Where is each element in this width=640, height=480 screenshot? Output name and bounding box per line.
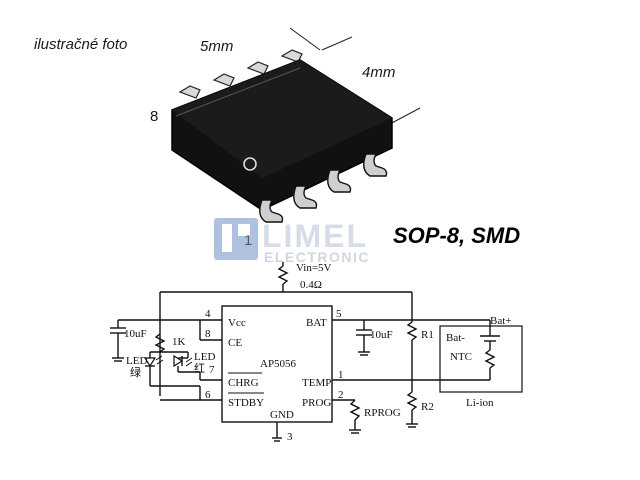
cap-left-label: 10uF — [124, 328, 147, 340]
package-label: SOP-8, SMD — [393, 223, 520, 248]
pin-label-prog: PROG — [302, 397, 331, 409]
pin-number-chrg: 7 — [209, 364, 215, 376]
pin-number-ce: 8 — [205, 328, 211, 340]
rprog-label: RPROG — [364, 407, 401, 419]
resistor-r1 — [406, 321, 418, 341]
chip-name: AP5056 — [260, 358, 297, 370]
pin-number-vcc: 4 — [205, 308, 211, 320]
pin8-label: 8 — [150, 108, 158, 125]
watermark-line2: ELECTRONIC — [264, 249, 370, 265]
pin-number-prog: 2 — [338, 389, 344, 401]
pin-label-temp: TEMP — [302, 377, 331, 389]
limel-watermark: LIMEL ELECTRONIC — [214, 218, 370, 265]
pin-label-bat: BAT — [306, 317, 327, 329]
ntc-label: NTC — [450, 351, 472, 363]
led-red-icon — [173, 352, 201, 380]
ap5056-chip — [221, 305, 333, 423]
shunt-resistor — [277, 265, 289, 285]
pin-label-gnd: GND — [270, 409, 294, 421]
pin-number-stdby: 6 — [205, 389, 211, 401]
pin-number-temp: 1 — [338, 369, 344, 381]
pin-number-gnd: 3 — [287, 431, 293, 443]
led-green-name: LED — [126, 355, 147, 367]
led-green-color: 绿 — [130, 365, 141, 379]
vin-label: Vin=5V — [296, 262, 332, 274]
battery-pack — [439, 325, 523, 393]
r2-label: R2 — [421, 401, 434, 413]
pin1-dot-icon — [243, 157, 257, 171]
photo-caption: ilustračné foto — [34, 36, 127, 53]
dimension-width-label: 4mm — [362, 64, 395, 81]
cell-label: Li-ion — [466, 397, 494, 409]
resistor-1k — [154, 333, 166, 353]
battery-cell-icon — [480, 320, 500, 380]
sop8-chip-photo — [171, 49, 393, 223]
pin-label-vcc: Vcc — [228, 317, 246, 329]
dimension-length-label: 5mm — [200, 38, 233, 55]
battery-plus-label: Bat+ — [490, 315, 511, 327]
resistor-1k-label: 1K — [172, 336, 186, 348]
led-red-color: 红 — [194, 362, 205, 375]
dimension-lines — [289, 27, 421, 126]
schematic: Vin=5V 0.4Ω AP5056 Vcc CE CHRG STDBY GND… — [110, 262, 523, 443]
ntc-resistor — [484, 349, 496, 369]
back-pins — [178, 49, 303, 99]
led-green-icon — [143, 352, 164, 380]
r1-label: R1 — [421, 329, 434, 341]
front-pins — [259, 153, 388, 223]
resistor-r2 — [406, 391, 418, 411]
battery-minus-label: Bat- — [446, 332, 465, 344]
led-red-name: LED — [194, 351, 215, 363]
shunt-label: 0.4Ω — [300, 279, 322, 291]
pin-label-stdby: STDBY — [228, 397, 264, 409]
pin-label-chrg: CHRG — [228, 377, 259, 389]
cap-right-label: 10uF — [370, 329, 393, 341]
watermark-line1: LIMEL — [262, 218, 368, 254]
pin-label-ce: CE — [228, 337, 242, 349]
pin-number-bat: 5 — [336, 308, 342, 320]
resistor-rprog — [349, 399, 361, 421]
